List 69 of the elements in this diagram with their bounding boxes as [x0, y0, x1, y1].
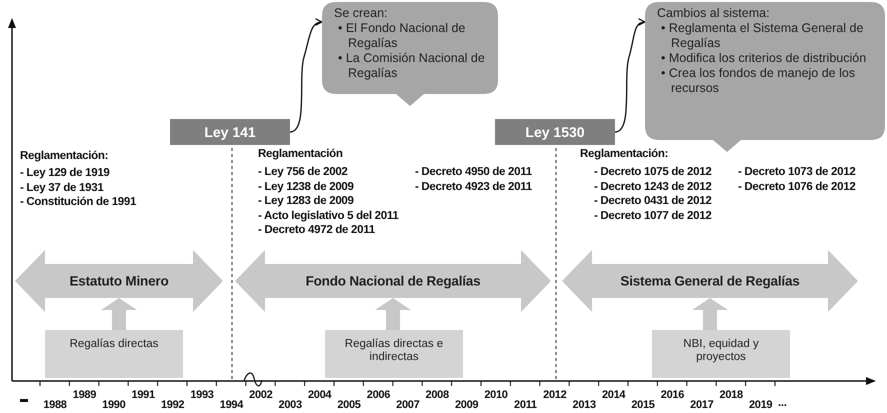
speech-bubble: [322, 2, 498, 106]
bubble-heading: Se crean:: [334, 6, 389, 21]
band-label: Sistema General de Regalías: [619, 274, 801, 288]
section-heading: Reglamentación: [258, 148, 343, 161]
bullet-item: • El Fondo Nacional de Regalías: [338, 21, 466, 51]
year-label: 1992: [160, 399, 184, 412]
year-label: 1988: [43, 399, 67, 412]
block-arrow: [692, 298, 728, 330]
year-label: 1994: [220, 399, 244, 412]
continuation-mark: ...: [778, 397, 787, 410]
block-arrow: [101, 298, 137, 330]
curved-arrow: [614, 18, 646, 133]
regulation-item: - Ley 1283 de 2009: [258, 195, 354, 208]
year-label: 2004: [308, 389, 332, 402]
regulation-item: - Ley 756 de 2002: [258, 166, 348, 179]
regulation-item: - Decreto 1077 de 2012: [594, 210, 712, 222]
year-label: 2015: [631, 399, 655, 412]
regulation-item: - Decreto 1073 de 2012: [738, 166, 856, 179]
year-label: 2014: [602, 389, 626, 402]
section-heading: Reglamentación:: [580, 148, 668, 161]
band-label: Fondo Nacional de Regalías: [304, 274, 482, 288]
year-label: 2002: [249, 389, 272, 402]
band-label: Estatuto Minero: [68, 274, 170, 288]
bullet-item: • Crea los fondos de manejo de los recursos: [661, 66, 856, 96]
note-box: NBI, equidad y proyectos: [652, 330, 790, 378]
note-box: Regalías directas e indirectas: [325, 330, 463, 378]
year-label: 2019: [748, 399, 772, 412]
bullet-item: • Reglamenta el Sistema General de Regalías: [661, 21, 864, 51]
year-label: 2017: [690, 399, 714, 412]
regulation-item: - Decreto 1076 de 2012: [738, 180, 856, 194]
bubble-heading: Cambios al sistema:: [657, 6, 771, 21]
year-label: 2006: [366, 389, 390, 402]
double-arrow-band: [235, 250, 551, 312]
regulation-item: - Ley 37 de 1931: [20, 182, 104, 194]
regulation-item: - Decreto 0431 de 2012: [594, 195, 712, 208]
year-label: 2010: [484, 389, 508, 402]
section-heading: Reglamentación:: [20, 150, 108, 163]
regulation-item: - Decreto 4950 de 2011: [415, 166, 532, 179]
year-label: 1993: [190, 389, 214, 402]
regulation-item: - Ley 1238 de 2009: [258, 180, 354, 194]
regulation-item: - Decreto 1075 de 2012: [594, 166, 712, 179]
year-label: 2003: [278, 399, 302, 412]
bullet-item: • La Comisión Nacional de Regalías: [338, 51, 486, 81]
year-label: 2011: [514, 399, 537, 412]
year-label: 2007: [396, 399, 420, 412]
law-label: Ley 1530: [495, 119, 615, 145]
regulation-item: - Decreto 4923 de 2011: [415, 180, 532, 194]
law-label: Ley 141: [170, 119, 290, 145]
year-label: 2005: [337, 399, 361, 412]
double-arrow-band: [15, 250, 223, 312]
year-label: 2012: [543, 389, 566, 402]
regulation-item: - Decreto 4972 de 2011: [258, 224, 375, 237]
regulation-item: - Acto legislativo 5 del 2011: [258, 210, 398, 222]
curved-arrow: [290, 18, 323, 133]
year-label: 2009: [454, 399, 478, 412]
year-label: 1990: [102, 399, 126, 412]
regulation-item: - Ley 129 de 1919: [20, 167, 110, 180]
year-label: 1991: [132, 389, 155, 402]
bullet-item: • Modifica los criterios de distribución: [661, 51, 868, 66]
note-box: Regalías directas: [45, 330, 183, 378]
year-label: 2018: [720, 389, 743, 402]
year-label: 2013: [572, 399, 596, 412]
block-arrow: [375, 298, 411, 330]
regulation-item: - Constitución de 1991: [20, 196, 136, 209]
year-label: 2008: [426, 389, 449, 402]
regulation-item: - Decreto 1243 de 2012: [594, 180, 712, 194]
year-label: 2016: [660, 389, 684, 402]
double-arrow-band: [562, 250, 858, 312]
year-label: 1989: [72, 389, 96, 402]
